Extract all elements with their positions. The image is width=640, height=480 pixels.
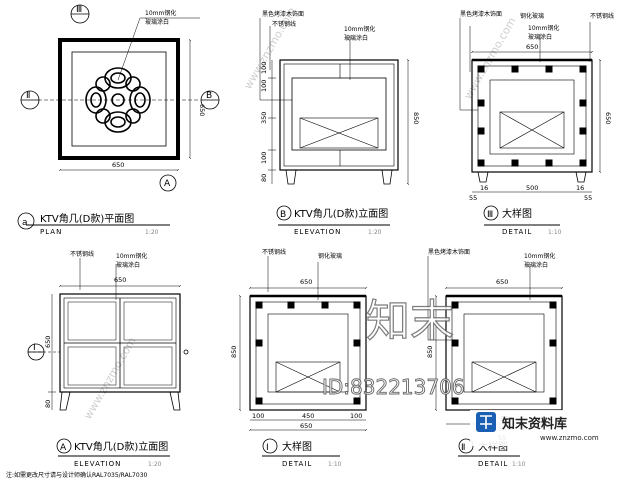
- watermark-logo: 知末资料库 www.znzmo.com: [470, 410, 636, 446]
- plan-texts: 10mm钢化 玻璃涂白 650 650 Ⅲ Ⅱ B A: [26, 5, 212, 189]
- detail-1-title: 大样图: [282, 440, 312, 453]
- detail-1-note-2: 钢化玻璃: [318, 252, 342, 260]
- elev-b-scale: 1:20: [368, 229, 382, 236]
- detail-2-brackets: [451, 301, 557, 405]
- detail-2-dim-left: 850: [426, 346, 434, 358]
- elev-b-note-4: 玻璃涂白: [344, 34, 368, 42]
- detail-3-note-2: 钢化玻璃: [520, 12, 544, 20]
- elev-b-dim-4: 100: [260, 152, 268, 164]
- logo-url: www.znzmo.com: [540, 434, 599, 442]
- detail-3-dim-top: 650: [526, 43, 538, 51]
- plan-note-1: 10mm钢化: [145, 9, 176, 17]
- elev-a-marker: Ⅰ: [33, 343, 36, 353]
- detail-2-bubble: Ⅱ: [461, 443, 465, 453]
- detail-1-dim-total: 650: [300, 422, 312, 430]
- plan-marker-left: Ⅱ: [26, 91, 30, 101]
- detail-3-bubble: Ⅲ: [487, 210, 493, 220]
- detail-3-scale: 1:10: [548, 229, 562, 236]
- detail-1-dim-left: 850: [230, 346, 238, 358]
- elev-b-dim-3: 350: [260, 112, 268, 124]
- detail-3-note-3: 10mm钢化: [528, 24, 559, 32]
- elev-a-dim-top: 650: [114, 276, 126, 284]
- detail-1-dim-top: 650: [300, 278, 312, 286]
- elev-b-dim-2: 100: [260, 80, 268, 92]
- elev-a-dim-v2: 80: [44, 400, 52, 408]
- detail-3-title: 大样图: [502, 207, 532, 220]
- detail-2-dim-top: 650: [496, 278, 508, 286]
- detail-1-dim-b3: 100: [350, 412, 362, 420]
- detail-2-note-1: 黑色烤漆木饰面: [428, 248, 470, 256]
- diagonal-watermark-3: www.znzmo.com: [81, 335, 138, 421]
- detail-3-dim-b1: 55: [469, 194, 477, 202]
- elev-a-note-1: 不锈钢线: [70, 250, 94, 258]
- elevation-b-view: [259, 18, 410, 221]
- plan-outer-frame: [58, 38, 180, 160]
- detail-2-note-2: 10mm钢化: [524, 252, 555, 260]
- elev-b-note-2: 不锈钢线: [272, 20, 296, 28]
- elev-b-dim-right: 850: [412, 112, 420, 124]
- elev-a-note-2: 10mm钢化: [116, 252, 147, 260]
- detail-2-note-3: 玻璃涂白: [524, 261, 548, 269]
- plan-marker-top: Ⅲ: [76, 5, 82, 15]
- plan-note-2: 玻璃涂白: [145, 18, 169, 26]
- watermark-id: ID:832213706: [322, 375, 465, 399]
- detail-3-dim-b4: 16: [576, 184, 584, 192]
- plan-bubble: a: [22, 218, 28, 228]
- detail-1-brackets: [255, 301, 361, 405]
- elevation-a-texts: 不锈钢线 10mm钢化 玻璃涂白 650 650 80 Ⅰ: [33, 250, 147, 408]
- detail-1-note-1: 不锈钢线: [262, 248, 286, 256]
- detail-1-texts: 不锈钢线 钢化玻璃 650 100 450 100 650 850: [230, 248, 362, 430]
- logo-text: 知末资料库: [502, 416, 567, 432]
- detail-2-subtitle: DETAIL: [478, 460, 508, 468]
- elev-b-note-3: 10mm钢化: [344, 25, 375, 33]
- detail-3-dim-b2: 16: [480, 184, 488, 192]
- detail-1-subtitle: DETAIL: [282, 460, 312, 468]
- detail-3-dim-b5: 55: [584, 194, 592, 202]
- plan-dim-bottom: 650: [112, 161, 124, 169]
- elev-b-bubble: B: [280, 210, 286, 220]
- detail-1-bubble: Ⅰ: [266, 443, 269, 453]
- detail-3-view: [459, 18, 602, 221]
- elev-a-scale: 1:20: [148, 461, 162, 468]
- detail-3-dim-b3: 500: [526, 184, 538, 192]
- plan-dim-right: 650: [198, 104, 206, 116]
- elev-a-note-3: 玻璃涂白: [116, 261, 140, 269]
- elev-b-note-1: 黑色烤漆木饰面: [262, 10, 304, 18]
- detail-3-brackets: [477, 65, 587, 167]
- detail-3-texts: 黑色烤漆木饰面 钢化玻璃 10mm钢化 玻璃涂白 不锈钢线 650 55 16 …: [460, 10, 614, 202]
- elev-b-dim-1: 100: [260, 62, 268, 74]
- elev-a-bubble: A: [60, 443, 67, 453]
- detail-1-dim-b1: 100: [252, 412, 264, 420]
- elev-a-title: KTV角几(D款)立面图: [74, 440, 168, 453]
- elevation-b-texts: 黑色烤漆木饰面 不锈钢线 10mm钢化 玻璃涂白 100 100 350 100…: [260, 10, 420, 182]
- elev-a-subtitle: ELEVATION: [74, 460, 121, 468]
- detail-3-note-5: 不锈钢线: [590, 12, 614, 20]
- elevation-a-view: [27, 258, 189, 454]
- plan-view: [20, 4, 220, 192]
- detail-1-dim-b2: 450: [302, 412, 314, 420]
- detail-1-view: [238, 256, 368, 454]
- elev-b-title: KTV角几(D款)立面图: [294, 207, 388, 220]
- detail-3-subtitle: DETAIL: [502, 228, 532, 236]
- detail-2-scale: 1:10: [512, 461, 526, 468]
- plan-subtitle: PLAN: [40, 228, 62, 236]
- footer-note: 注:如需更改尺寸请与设计师确认RAL7035/RAL7030: [6, 471, 148, 479]
- watermark-characters: 知末: [366, 296, 454, 347]
- elev-a-dim-v1: 650: [44, 336, 52, 348]
- detail-3-note-1: 黑色烤漆木饰面: [460, 10, 502, 18]
- elev-b-dim-5: 80: [260, 174, 268, 182]
- plan-inner-frame: [71, 51, 167, 147]
- detail-1-scale: 1:10: [328, 461, 342, 468]
- elev-b-subtitle: ELEVATION: [294, 228, 341, 236]
- plan-marker-right: B: [206, 91, 212, 101]
- detail-3-note-4: 玻璃涂白: [528, 33, 552, 41]
- plan-scale: 1:20: [145, 229, 159, 236]
- detail-3-dim-right: 650: [604, 112, 612, 124]
- plan-title: KTV角几(D款)平面图: [40, 212, 134, 225]
- watermark-overlay: 知末 ID:832213706: [322, 295, 465, 399]
- plan-marker-bottom: A: [164, 179, 171, 189]
